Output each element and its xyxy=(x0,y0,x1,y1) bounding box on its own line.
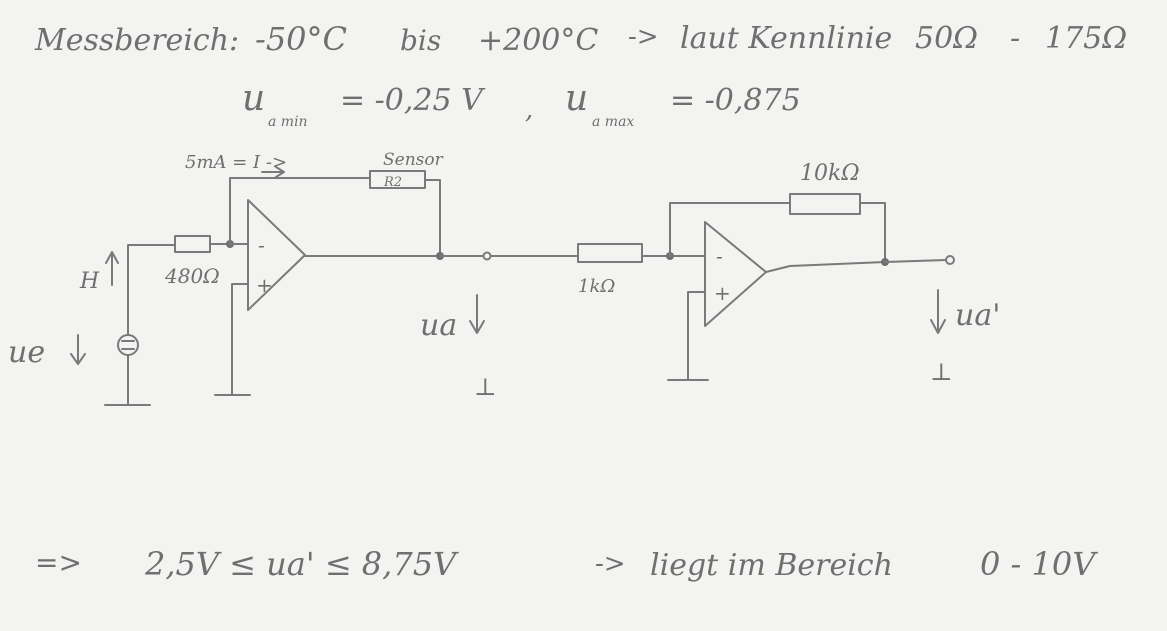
ue-label: ue xyxy=(8,335,45,370)
arrow-down-ue xyxy=(70,334,86,365)
ua-prime-terminal xyxy=(945,255,955,265)
curve-text: laut Kennlinie xyxy=(680,21,892,56)
conclusion-arrow: -> xyxy=(595,549,626,579)
conclusion-target: 0 - 10V xyxy=(980,545,1098,583)
ua-min-symbol: u xyxy=(242,78,265,119)
voltage-source-symbol xyxy=(117,334,139,356)
ua-min-subscript: a min xyxy=(268,114,308,130)
range-label: Messbereich: xyxy=(34,23,239,58)
implies-symbol: => xyxy=(35,546,82,579)
ground-symbol-ua: ⊥ xyxy=(474,373,497,401)
res-min: 50Ω xyxy=(915,21,978,56)
ua-max-value: = -0,875 xyxy=(670,83,801,118)
wire-feedback2-right xyxy=(859,202,886,263)
mid-resistor-label: 1kΩ xyxy=(578,276,615,297)
ground-symbol-ua-prime: ⊥ xyxy=(930,358,953,386)
wire-feedback-left xyxy=(229,177,371,245)
opamp1-plus-label: + xyxy=(256,273,273,297)
conclusion-text: liegt im Bereich xyxy=(650,548,893,583)
arrow-down-ua xyxy=(469,294,485,334)
res-dash: - xyxy=(1010,21,1020,56)
temp-min: -50°C xyxy=(255,20,347,58)
node-h-label: H xyxy=(79,269,100,294)
ua-prime-label: ua' xyxy=(955,298,1000,333)
ua-max-subscript: a max xyxy=(592,114,634,130)
wire-feedback2-left xyxy=(669,202,791,257)
res-max: 175Ω xyxy=(1045,21,1127,56)
arrow-up-h xyxy=(105,251,119,286)
opamp1-minus-label: - xyxy=(258,233,265,257)
current-arrow xyxy=(261,166,285,178)
mid-resistor-symbol xyxy=(577,243,643,263)
input-resistor-label: 480Ω xyxy=(164,264,220,288)
wire-plus-to-ground xyxy=(231,283,249,396)
wire-source-top xyxy=(127,244,176,336)
conclusion-range: 2,5V ≤ ua' ≤ 8,75V xyxy=(144,545,459,583)
feedback-resistor-label: 10kΩ xyxy=(800,161,860,186)
sensor-part-label: R2 xyxy=(383,175,402,190)
opamp-2 xyxy=(704,221,767,327)
opamp2-minus-label: - xyxy=(716,244,723,268)
voltage-separator: , xyxy=(525,95,533,125)
wire-to-ua-prime-terminal xyxy=(884,259,947,263)
temp-max: +200°C xyxy=(478,23,598,58)
temp-word: bis xyxy=(400,24,441,57)
wire-plus2-to-ground xyxy=(687,291,706,381)
ua-label: ua xyxy=(420,308,457,343)
input-resistor-symbol xyxy=(174,235,211,253)
ua-terminal xyxy=(482,251,492,261)
header-arrow: -> xyxy=(628,22,659,52)
sensor-label: Sensor xyxy=(383,150,444,170)
opamp2-plus-label: + xyxy=(714,281,731,305)
feedback-resistor-symbol xyxy=(789,193,861,215)
ua-max-symbol: u xyxy=(565,78,588,119)
wire-opamp2-output xyxy=(765,261,886,273)
opamp-1 xyxy=(247,199,306,311)
arrow-down-ua-prime xyxy=(930,289,946,334)
wire-feedback-right xyxy=(424,179,441,257)
current-label: 5mA = I -> xyxy=(185,152,287,173)
ua-min-value: = -0,25 V xyxy=(340,83,486,118)
